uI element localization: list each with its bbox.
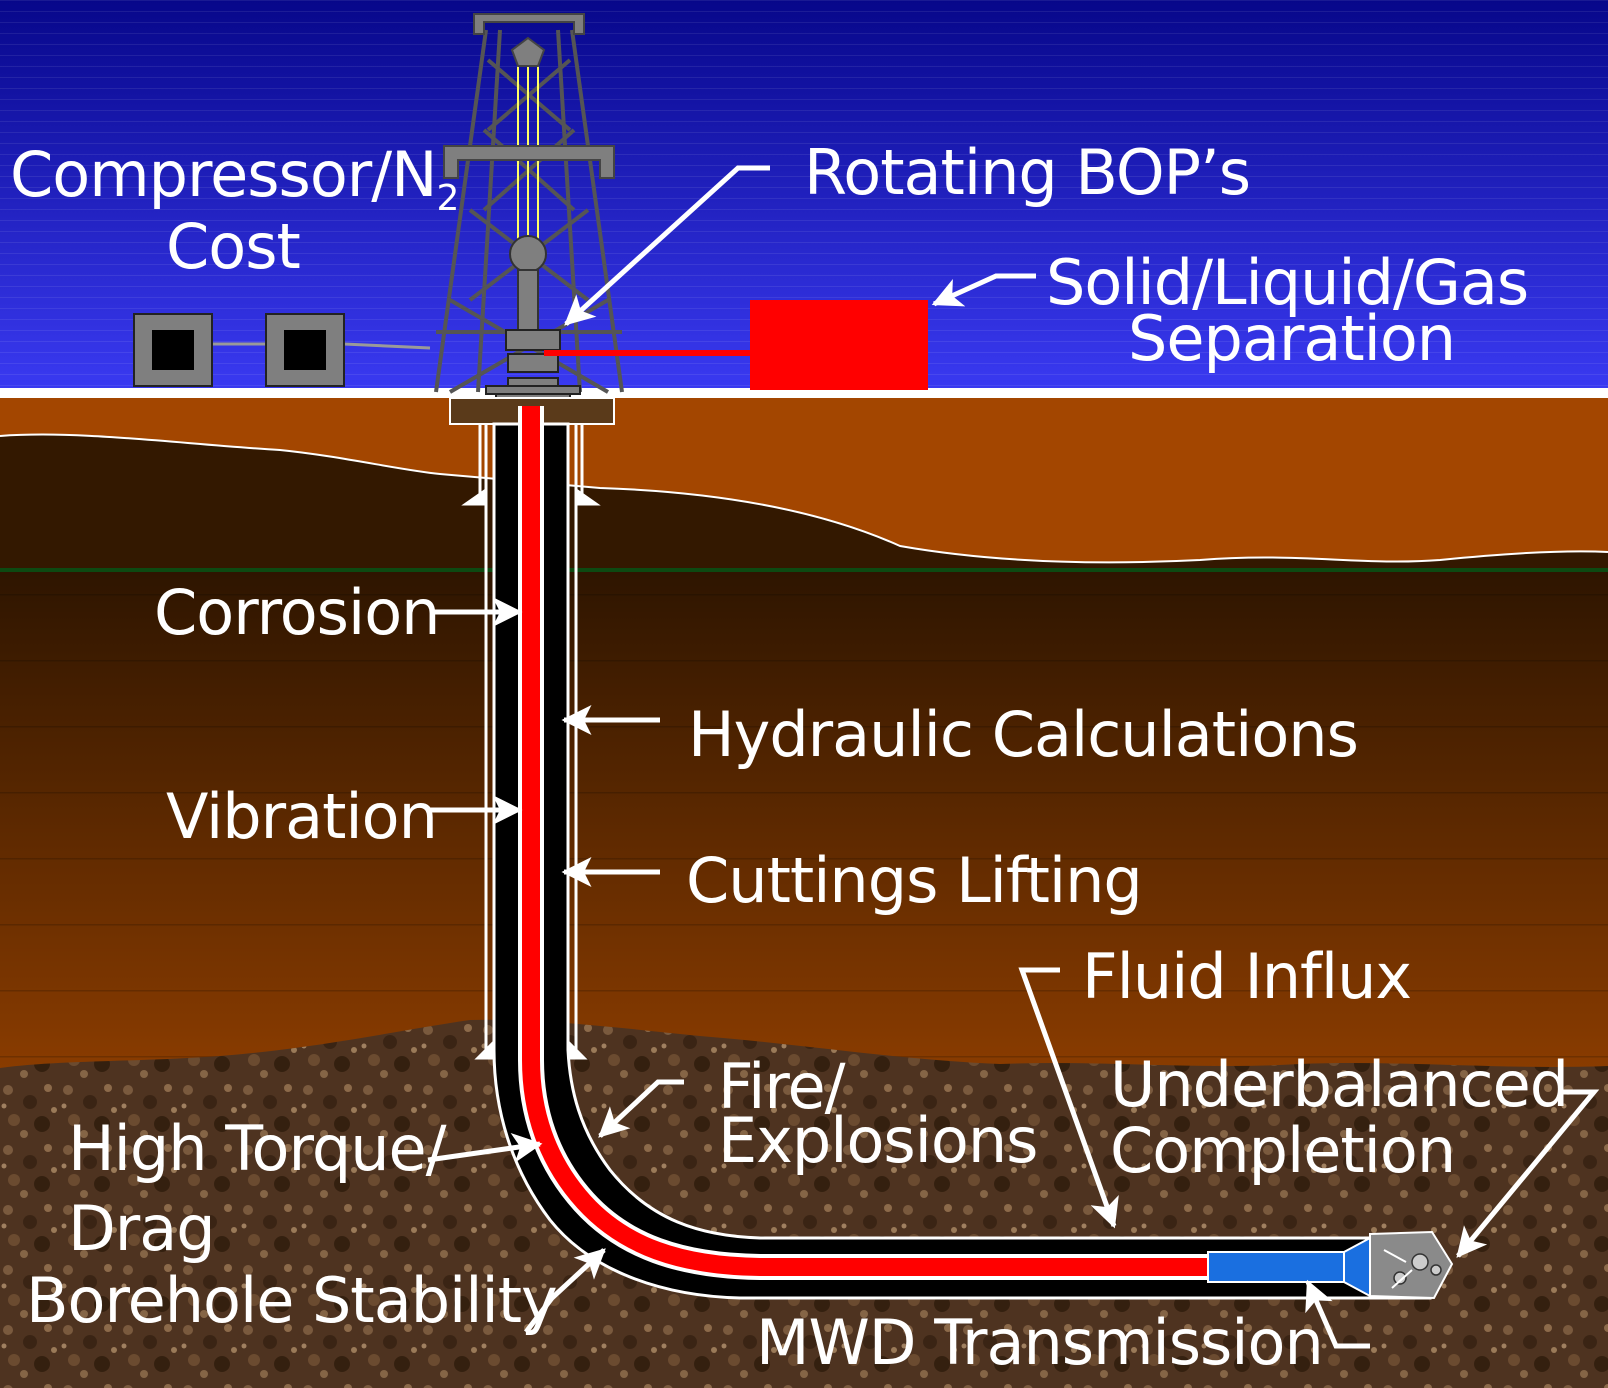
label-compressor-subscript: 2 [437,178,459,219]
label-underbalanced-line2: Completion [1110,1118,1455,1184]
separator-tank [750,300,928,390]
label-torque-line2: Drag [68,1196,215,1262]
label-underbalanced-line1: Underbalanced [1110,1052,1568,1118]
green-line [0,568,1608,572]
label-mwd: MWD Transmission [756,1310,1323,1376]
label-fire-line2: Explosions [718,1108,1037,1174]
label-separation-line2: Separation [1128,306,1455,372]
label-compressor: Compressor/N2 [10,142,458,208]
label-compressor-cost: Cost [166,214,300,280]
label-compressor-text: Compressor/N [10,138,437,211]
label-cuttings: Cuttings Lifting [686,848,1142,914]
mwd-tool [1208,1252,1344,1282]
label-borehole: Borehole Stability [26,1268,557,1334]
label-rotating-bop: Rotating BOP’s [804,140,1250,206]
label-torque-line1: High Torque/ [68,1116,446,1182]
label-vibration: Vibration [166,784,437,850]
label-corrosion: Corrosion [154,580,439,646]
label-fluid-influx: Fluid Influx [1082,944,1411,1010]
label-hydraulic: Hydraulic Calculations [688,702,1358,768]
